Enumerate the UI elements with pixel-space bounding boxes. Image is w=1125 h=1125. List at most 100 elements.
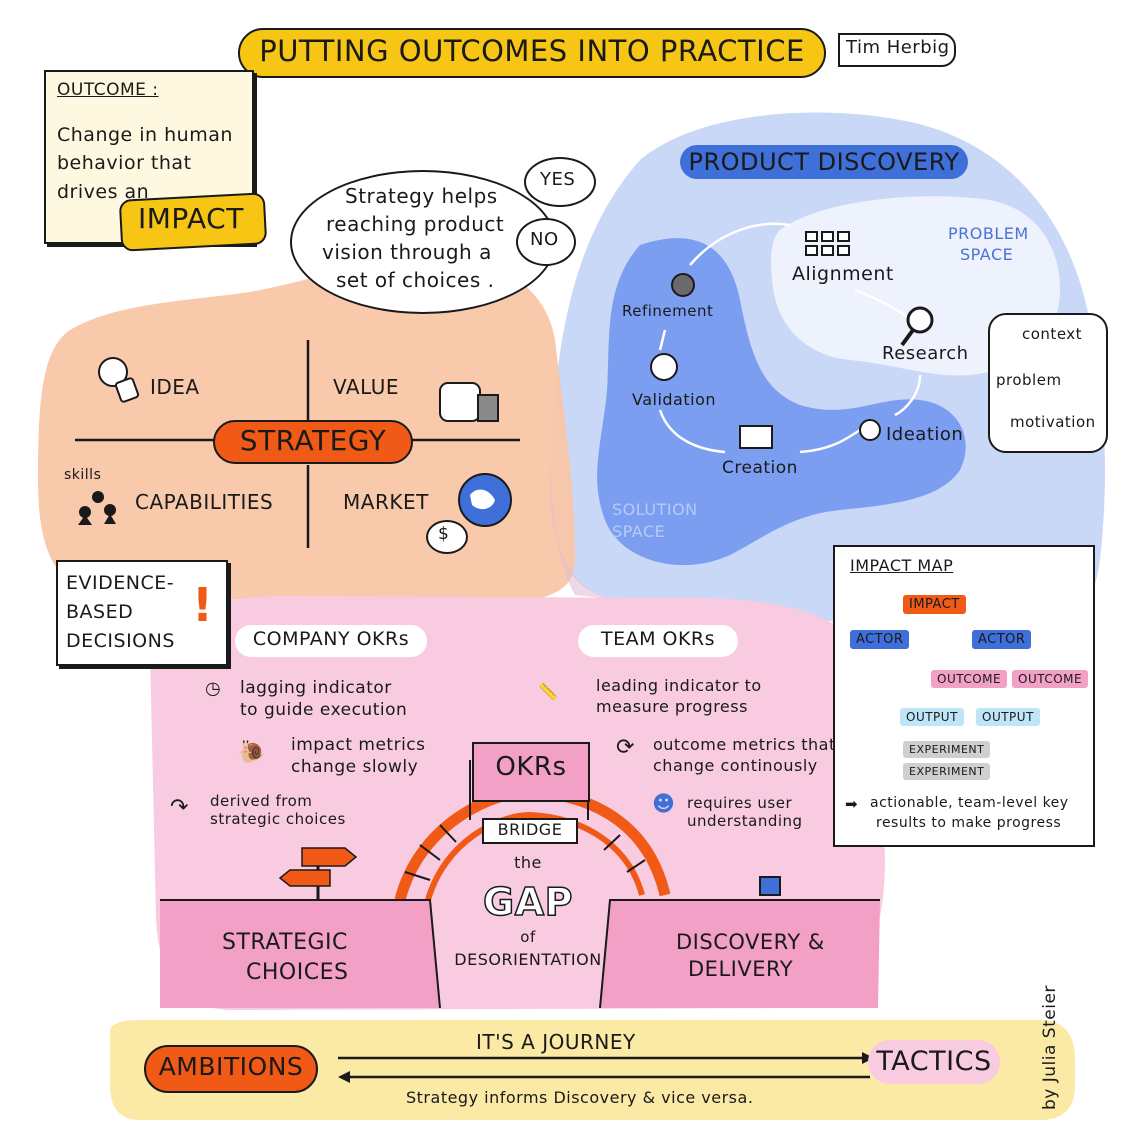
outcome-line-2: behavior that xyxy=(57,152,192,174)
bridge-label: BRIDGE xyxy=(497,820,563,839)
discovery-pill xyxy=(680,145,968,179)
impact-map-experiment-1: EXPERIMENT xyxy=(903,741,991,758)
team-item-2-line-2: change continously xyxy=(653,756,818,775)
arrow-right-icon: ➡ xyxy=(845,795,858,813)
value-label: VALUE xyxy=(333,375,400,399)
author-box xyxy=(838,33,956,67)
gap-desorientation: DESORIENTATION xyxy=(454,950,602,969)
no-label: NO xyxy=(530,229,559,250)
evidence-line-3: DECISIONS xyxy=(66,630,175,652)
speech-line-1: Strategy helps xyxy=(345,184,498,208)
strategy-label: STRATEGY xyxy=(239,424,387,457)
research-label: Research xyxy=(882,343,969,364)
journey-band xyxy=(110,1020,1075,1120)
creation-label: Creation xyxy=(722,458,798,478)
problem-space-line-2: SPACE xyxy=(960,245,1014,264)
user-icon: ☻ xyxy=(652,792,675,817)
impact-word: IMPACT xyxy=(138,202,244,235)
team-item-2-line-1: outcome metrics that xyxy=(653,735,836,754)
title-banner xyxy=(238,28,826,78)
problem-space-line-1: PROBLEM xyxy=(948,224,1029,243)
dollar-bubble xyxy=(426,520,468,554)
speech-line-3: vision through a xyxy=(322,240,492,264)
impact-map-experiment-2: EXPERIMENT xyxy=(903,763,991,780)
company-item-2-line-2: change slowly xyxy=(291,757,419,777)
company-okrs-title: COMPANY OKRs xyxy=(252,628,410,650)
impact-map-actor-2: ACTOR xyxy=(972,630,1032,649)
impact-map-note-1: actionable, team-level key xyxy=(870,795,1069,811)
okrs-banner xyxy=(472,742,590,802)
team-item-3-line-1: requires user xyxy=(687,794,793,812)
discovery-delivery-line-2: DELIVERY xyxy=(688,957,794,981)
impact-map-outcome-2: OUTCOME xyxy=(1012,670,1089,688)
impact-map-output-2: OUTPUT xyxy=(976,708,1040,726)
signature: by Julia Steier xyxy=(1040,985,1060,1110)
ambitions-pill xyxy=(144,1045,318,1093)
impact-map-outcome-1: OUTCOME xyxy=(931,670,1008,688)
curved-arrow-icon: ↷ xyxy=(170,795,189,820)
journey-top-text: IT'S A JOURNEY xyxy=(476,1030,636,1054)
company-item-1-line-1: lagging indicator xyxy=(240,678,392,698)
evidence-line-1: EVIDENCE- xyxy=(66,572,175,594)
skills-label: skills xyxy=(64,467,102,483)
ideation-label: Ideation xyxy=(886,424,964,445)
market-label: MARKET xyxy=(343,490,429,514)
company-item-2-line-1: impact metrics xyxy=(291,735,426,755)
discovery-delivery-line-1: DISCOVERY & xyxy=(676,930,825,954)
alignment-label: Alignment xyxy=(792,263,894,285)
discovery-title: PRODUCT DISCOVERY xyxy=(688,148,960,176)
tactics-label: TACTICS xyxy=(876,1046,992,1077)
snail-icon: 🐌 xyxy=(238,740,266,765)
strategy-speech-bubble xyxy=(290,170,556,314)
company-item-3-line-2: strategic choices xyxy=(210,810,346,828)
alignment-icon xyxy=(805,231,850,256)
team-item-1-line-2: measure progress xyxy=(596,697,748,716)
impact-map-note-2: results to make progress xyxy=(876,815,1062,831)
gap-of: of xyxy=(520,928,536,946)
outcome-line-1: Change in human xyxy=(57,124,233,146)
company-item-3-line-1: derived from xyxy=(210,792,313,810)
capabilities-label: CAPABILITIES xyxy=(135,490,274,514)
page-title: PUTTING OUTCOMES INTO PRACTICE xyxy=(259,34,805,68)
evidence-note xyxy=(56,560,228,666)
no-bubble xyxy=(516,218,576,266)
refresh-icon: ⟳ xyxy=(616,735,635,760)
idea-label: IDEA xyxy=(150,375,200,399)
team-item-3-line-2: understanding xyxy=(687,812,803,830)
impact-map-actor-1: ACTOR xyxy=(850,630,910,649)
journey-bottom-text: Strategy informs Discovery & vice versa. xyxy=(406,1088,754,1107)
outcome-line-3: drives an xyxy=(57,181,150,203)
gap-word: GAP xyxy=(482,879,573,925)
validation-label: Validation xyxy=(632,390,717,409)
impact-map-output-1: OUTPUT xyxy=(900,708,964,726)
impact-map-heading: IMPACT MAP xyxy=(850,556,954,575)
speech-line-4: set of choices . xyxy=(336,268,495,292)
company-okrs-pill xyxy=(235,625,427,657)
ruler-icon: 📏 xyxy=(538,682,558,701)
team-item-1-line-1: leading indicator to xyxy=(596,676,762,695)
strategic-choices-line-2: CHOICES xyxy=(246,960,349,985)
bridge-sign xyxy=(482,818,578,844)
solution-space-line-1: SOLUTION xyxy=(612,500,698,519)
strategic-choices-line-1: STRATEGIC xyxy=(222,930,348,955)
speech-line-2: reaching product xyxy=(326,212,505,236)
evidence-line-2: BASED xyxy=(66,601,134,623)
yes-bubble xyxy=(524,157,596,207)
motivation-label: motivation xyxy=(1010,413,1096,431)
clock-icon: ◷ xyxy=(205,678,221,699)
ambitions-label: AMBITIONS xyxy=(158,1052,304,1081)
strategy-pill xyxy=(213,420,413,464)
dollar-sign: $ xyxy=(438,524,450,544)
gap-the: the xyxy=(514,853,542,872)
author-name: Tim Herbig xyxy=(846,37,950,58)
company-item-1-line-2: to guide execution xyxy=(240,700,408,720)
impact-map-impact: IMPACT xyxy=(903,595,966,614)
exclamation-mark: ! xyxy=(192,578,213,632)
team-okrs-title: TEAM OKRs xyxy=(600,628,716,650)
tactics-pill xyxy=(868,1040,1000,1084)
solution-space-line-2: SPACE xyxy=(612,522,666,541)
context-label: context xyxy=(1022,325,1083,343)
outcome-heading: OUTCOME : xyxy=(57,80,159,100)
